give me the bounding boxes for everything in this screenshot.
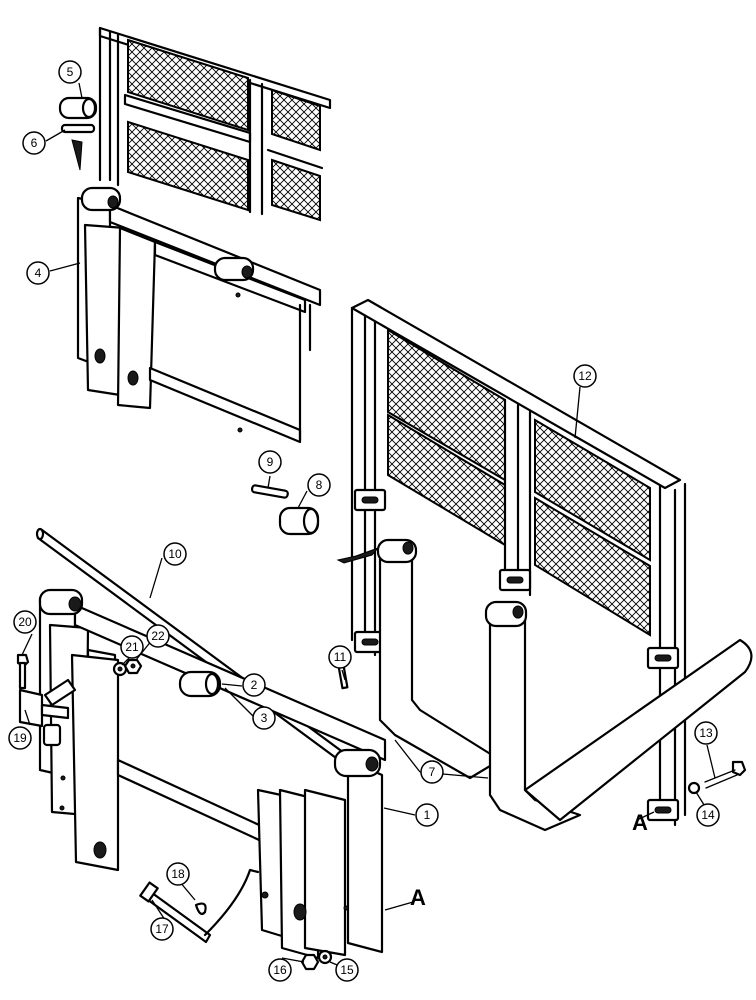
callout-16: 16 xyxy=(268,958,292,982)
callout-9: 9 xyxy=(258,450,282,474)
callout-label-12: 12 xyxy=(578,369,592,383)
callout-label-17: 17 xyxy=(155,922,169,936)
view-marker-a-fork: A xyxy=(632,810,648,835)
callout-label-5: 5 xyxy=(67,65,74,79)
callout-20: 20 xyxy=(13,610,37,634)
callout-label-16: 16 xyxy=(273,963,287,977)
callout-label-21: 21 xyxy=(125,640,139,654)
callout-label-1: 1 xyxy=(424,808,431,822)
callout-14: 14 xyxy=(696,803,720,827)
upper-carriage-frame xyxy=(76,186,322,444)
callout-2: 2 xyxy=(242,673,266,697)
bushing-part-8 xyxy=(278,506,320,536)
bolt-part-13 xyxy=(704,760,747,789)
callout-3: 3 xyxy=(252,706,276,730)
pin-part-17 xyxy=(139,881,212,944)
callout-8: 8 xyxy=(307,473,331,497)
callout-label-7: 7 xyxy=(429,765,436,779)
main-carriage-frame xyxy=(38,588,387,960)
callout-13: 13 xyxy=(694,721,718,745)
clip-part-18 xyxy=(194,902,207,915)
callout-22: 22 xyxy=(146,624,170,648)
view-marker-a-main: A xyxy=(410,885,426,910)
fork-backrest-part-12 xyxy=(350,298,687,827)
callout-label-15: 15 xyxy=(340,963,354,977)
callout-label-8: 8 xyxy=(316,478,323,492)
callout-7: 7 xyxy=(420,760,444,784)
bushing-part-2 xyxy=(178,670,222,698)
callout-label-6: 6 xyxy=(31,136,38,150)
callout-label-19: 19 xyxy=(13,731,27,745)
callout-label-10: 10 xyxy=(168,547,182,561)
callout-15: 15 xyxy=(335,958,359,982)
callout-label-2: 2 xyxy=(251,678,258,692)
callout-18: 18 xyxy=(166,862,190,886)
callout-label-11: 11 xyxy=(334,650,347,664)
callout-11: 11 xyxy=(328,645,352,669)
leader-lines xyxy=(21,82,716,968)
callout-21: 21 xyxy=(120,635,144,659)
callout-5: 5 xyxy=(58,60,82,84)
washer-part-21 xyxy=(112,661,128,677)
pin-lead-curve xyxy=(203,868,260,937)
callout-label-14: 14 xyxy=(701,808,715,822)
callout-4: 4 xyxy=(26,261,50,285)
bushing-part-5 xyxy=(58,96,98,120)
pin-part-6 xyxy=(60,123,96,134)
callout-label-9: 9 xyxy=(267,455,274,469)
nut-part-16 xyxy=(300,953,320,971)
callout-label-13: 13 xyxy=(699,726,713,740)
callout-label-18: 18 xyxy=(171,867,185,881)
nut-part-22 xyxy=(123,658,143,675)
callout-6: 6 xyxy=(22,131,46,155)
assembly-arrow-right xyxy=(336,546,380,564)
fork-right-part-7 xyxy=(484,600,753,832)
callout-label-20: 20 xyxy=(18,615,32,629)
bolt-part-20 xyxy=(16,653,30,690)
washer-part-14 xyxy=(687,781,701,795)
callout-17: 17 xyxy=(150,917,174,941)
callout-1: 1 xyxy=(415,803,439,827)
washer-part-15 xyxy=(317,949,333,965)
callout-label-3: 3 xyxy=(261,711,268,725)
backrest-upper xyxy=(98,26,332,222)
callout-12: 12 xyxy=(573,364,597,388)
callout-19: 19 xyxy=(8,726,32,750)
callout-label-22: 22 xyxy=(151,629,165,643)
pin-part-9 xyxy=(250,484,289,499)
callout-label-4: 4 xyxy=(35,266,42,280)
callout-10: 10 xyxy=(163,542,187,566)
bracket-part-19 xyxy=(18,678,77,747)
assembly-arrow-upper xyxy=(71,139,83,171)
